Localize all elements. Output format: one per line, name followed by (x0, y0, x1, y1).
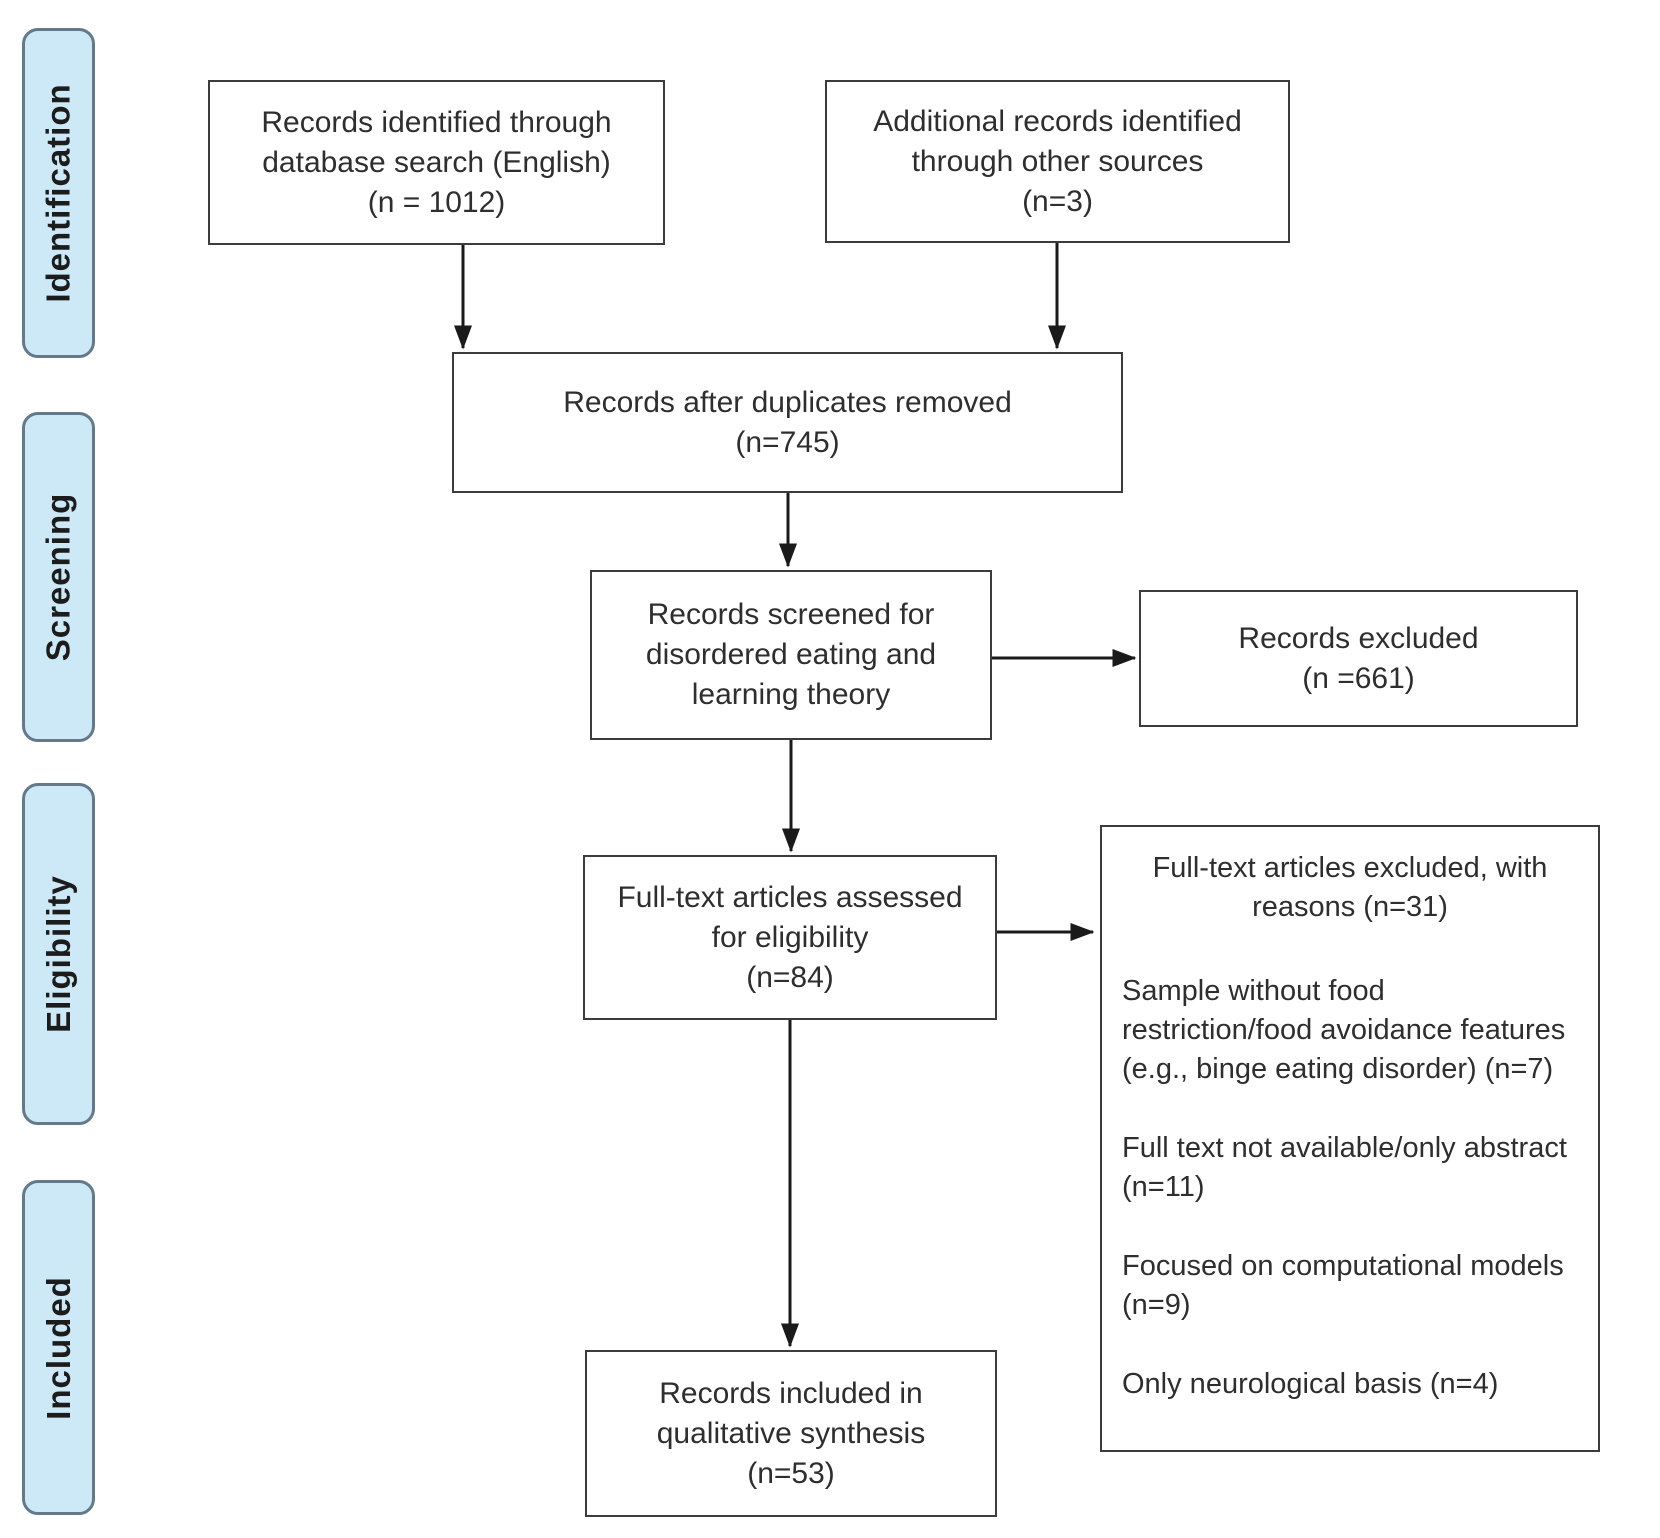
fulltext-excluded-header-line: reasons (n=31) (1252, 891, 1448, 923)
box-fulltext-excluded-reasons: Full-text articles excluded, with reason… (1100, 825, 1600, 1452)
exclusion-reason-line: Full text not available/only abstract (1122, 1132, 1567, 1164)
stage-included: Included (22, 1180, 95, 1515)
box-records-identified: Records identified through database sear… (208, 80, 665, 245)
box-records-screened-line: learning theory (691, 678, 891, 711)
box-duplicates-removed-count: (n=745) (735, 425, 840, 459)
box-additional-records-line: Additional records identified (873, 104, 1242, 138)
box-records-included-line: Records included in (659, 1376, 923, 1410)
box-fulltext-assessed: Full-text articles assessed for eligibil… (583, 855, 997, 1020)
box-records-identified-line: Records identified through (261, 105, 612, 139)
box-fulltext-assessed-count: (n=84) (746, 960, 834, 994)
exclusion-reason-line: restriction/food avoidance features (1122, 1014, 1566, 1046)
fulltext-excluded-header-line: Full-text articles excluded, with (1152, 852, 1548, 884)
stage-label-screening: Screening (39, 492, 77, 662)
box-records-screened: Records screened for disordered eating a… (590, 570, 992, 740)
box-duplicates-removed: Records after duplicates removed (n=745) (452, 352, 1123, 493)
box-records-included-line: qualitative synthesis (656, 1416, 926, 1450)
box-records-excluded-count: (n =661) (1302, 661, 1415, 695)
stage-eligibility: Eligibility (22, 783, 95, 1125)
box-duplicates-removed-line: Records after duplicates removed (563, 385, 1012, 419)
exclusion-reason-neurological: Only neurological basis (n=4) (1122, 1365, 1578, 1404)
exclusion-reason-line: (n=9) (1122, 1289, 1191, 1321)
box-records-identified-line: database search (English) (262, 145, 611, 179)
exclusion-reason-line: (n=11) (1122, 1171, 1205, 1203)
box-records-identified-count: (n = 1012) (367, 185, 506, 219)
stage-label-included: Included (39, 1275, 77, 1420)
box-additional-records: Additional records identified through ot… (825, 80, 1290, 243)
box-additional-records-count: (n=3) (1022, 184, 1093, 218)
exclusion-reason-line: (e.g., binge eating disorder) (n=7) (1122, 1053, 1554, 1085)
box-records-excluded-line: Records excluded (1238, 621, 1479, 655)
exclusion-reason-sample: Sample without food restriction/food avo… (1122, 972, 1578, 1089)
exclusion-reason-computational: Focused on computational models (n=9) (1122, 1247, 1578, 1325)
box-records-included-count: (n=53) (747, 1456, 835, 1490)
stage-label-eligibility: Eligibility (39, 875, 77, 1033)
box-records-included: Records included in qualitative synthesi… (585, 1350, 997, 1517)
box-additional-records-line: through other sources (911, 144, 1204, 178)
stage-identification: Identification (22, 28, 95, 358)
box-records-screened-line: Records screened for (647, 598, 935, 631)
fulltext-excluded-header: Full-text articles excluded, with reason… (1122, 849, 1578, 927)
exclusion-reason-line: Only neurological basis (n=4) (1122, 1368, 1499, 1400)
box-fulltext-assessed-line: for eligibility (711, 920, 869, 954)
exclusion-reason-line: Focused on computational models (1122, 1250, 1564, 1282)
stage-label-identification: Identification (39, 83, 77, 303)
exclusion-reason-line: Sample without food (1122, 975, 1385, 1007)
exclusion-reason-no-fulltext: Full text not available/only abstract (n… (1122, 1129, 1578, 1207)
box-records-excluded: Records excluded (n =661) (1139, 590, 1578, 727)
box-fulltext-assessed-line: Full-text articles assessed (617, 880, 963, 914)
stage-screening: Screening (22, 412, 95, 742)
box-records-screened-line: disordered eating and (645, 638, 937, 671)
